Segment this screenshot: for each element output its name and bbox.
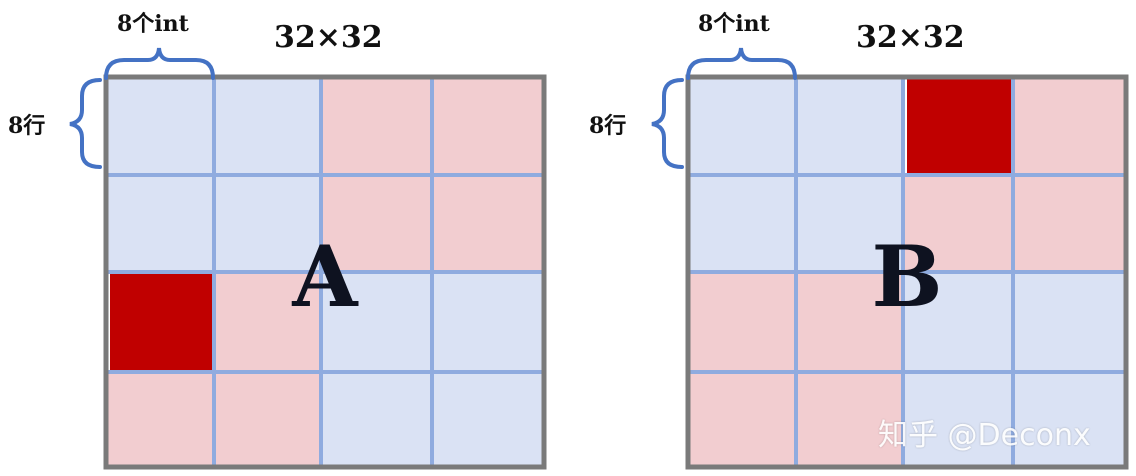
- matrix-a-block-r1-c1: [214, 175, 321, 272]
- matrix-a-col-label: 8个int: [117, 11, 189, 37]
- matrix-b-block-r3-c2: [903, 372, 1013, 467]
- matrix-a-letter: A: [291, 227, 359, 326]
- matrix-b-block-r0-c3: [1013, 77, 1126, 175]
- matrix-b-block-r3-c3: [1013, 372, 1126, 467]
- matrix-a-frame: [103, 74, 547, 470]
- matrix-a-block-r3-c0: [106, 372, 214, 467]
- matrix-a-block-r2-c3: [432, 272, 544, 372]
- matrix-b-block-r2-c0: [688, 272, 796, 372]
- watermark: 知乎 @Deconx: [878, 418, 1091, 453]
- matrix-b-block-r1-c0: [688, 175, 796, 272]
- matrix-b-block-r0-c2: [907, 79, 1011, 173]
- matrix-b-block-r3-c0: [688, 372, 796, 467]
- matrix-a-block-r3-c1: [214, 372, 321, 467]
- matrix-a-block-r2-c1: [214, 272, 321, 372]
- matrix-b-block-r1-c2: [903, 175, 1013, 272]
- matrix-a-top-brace: [104, 47, 215, 80]
- matrix-b-row-label: 8行: [589, 113, 627, 139]
- matrix-a-size-label: 32×32: [274, 20, 383, 55]
- matrix-a-grid: [103, 74, 547, 470]
- matrix-a-block-r1-c2: [321, 175, 432, 272]
- matrix-a-left-brace: [69, 78, 102, 169]
- matrix-b-block-r2-c1: [796, 272, 903, 372]
- matrix-b-block-r1-c3: [1013, 175, 1126, 272]
- matrix-a-row-label: 8行: [8, 113, 46, 139]
- matrix-b-block-r3-c1: [796, 372, 903, 467]
- matrix-b-block-r2-c3: [1013, 272, 1126, 372]
- matrix-a-block-r0-c3: [432, 77, 544, 175]
- matrix-b-block-r2-c2: [903, 272, 1013, 372]
- matrix-b-left-brace: [651, 78, 684, 169]
- matrix-a-block-r0-c0: [106, 77, 214, 175]
- matrix-a-block-r2-c0: [110, 274, 212, 370]
- matrix-a-block-r3-c2: [321, 372, 432, 467]
- matrix-a-block-r1-c3: [432, 175, 544, 272]
- matrix-a-block-r0-c1: [214, 77, 321, 175]
- matrix-a-block-r1-c0: [106, 175, 214, 272]
- matrix-b-frame: [685, 74, 1129, 470]
- matrix-a-block-r2-c2: [321, 272, 432, 372]
- matrix-b-letter: B: [872, 227, 943, 326]
- matrix-a-block-r3-c3: [432, 372, 544, 467]
- matrix-b-block-r1-c1: [796, 175, 903, 272]
- matrix-b-block-r0-c1: [796, 77, 903, 175]
- matrix-a-block-r0-c2: [321, 77, 432, 175]
- matrix-b-col-label: 8个int: [698, 11, 770, 37]
- matrix-b-grid: [685, 74, 1129, 470]
- matrix-b-block-r0-c0: [688, 77, 796, 175]
- matrix-b-top-brace: [686, 47, 797, 80]
- matrix-b-size-label: 32×32: [856, 20, 965, 55]
